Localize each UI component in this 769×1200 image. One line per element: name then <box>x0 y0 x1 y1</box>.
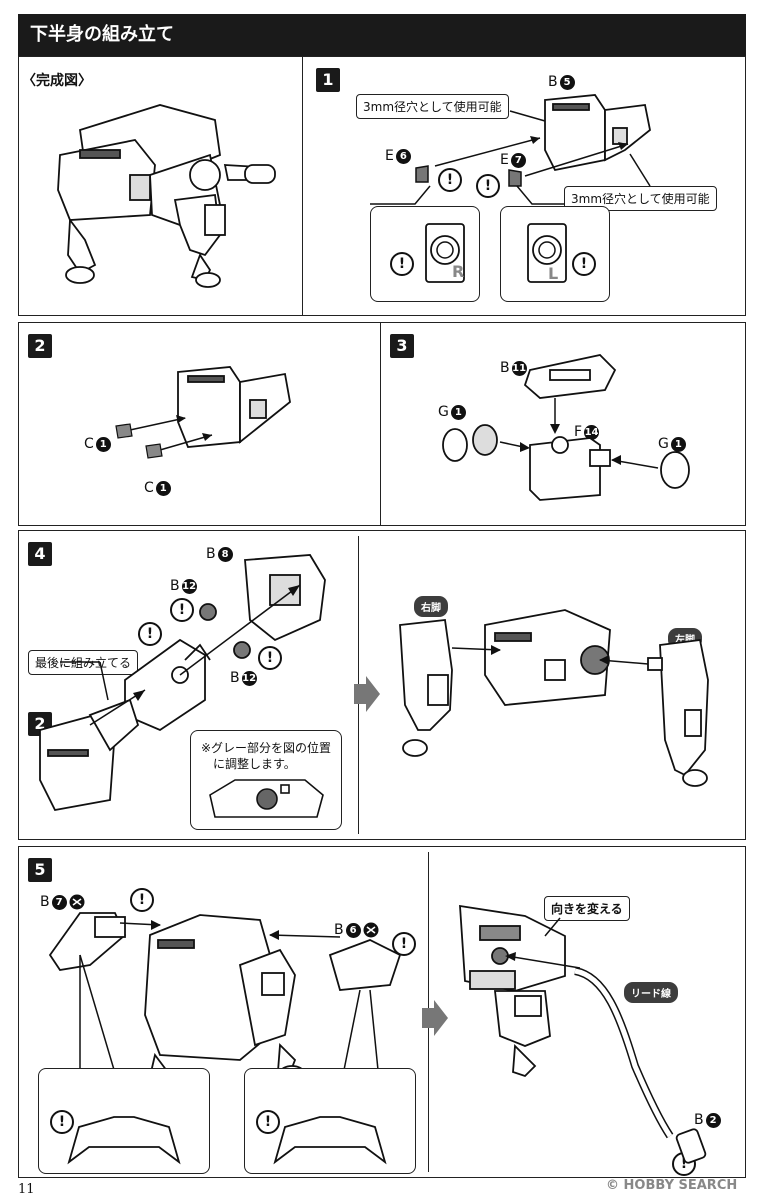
lead-wire-label: リード線 <box>624 982 678 1003</box>
exclamation-icon: ! <box>476 174 500 198</box>
part-c1-top-label: C 1 <box>84 436 111 452</box>
watermark: © HOBBY SEARCH <box>606 1178 738 1193</box>
part-number: 7 <box>51 894 67 910</box>
part-b2-label: B 2 <box>694 1112 721 1128</box>
row1-divider <box>302 56 303 316</box>
step-2-number: 2 <box>28 334 52 358</box>
part-number: 6 <box>395 148 411 164</box>
step-4-number: 4 <box>28 542 52 566</box>
part-letter: B <box>206 546 216 562</box>
step4-figure <box>39 554 326 812</box>
part-e7-detail <box>527 223 567 283</box>
part-b7-detail <box>67 1116 181 1165</box>
row2-panel <box>18 322 746 526</box>
step-3-number: 3 <box>390 334 414 358</box>
change-direction-callout: 向きを変える <box>544 896 630 921</box>
exclamation-icon: ! <box>138 622 162 646</box>
part-number: 7 <box>510 152 526 168</box>
part-letter: E <box>500 152 509 168</box>
note-box-gray: ※グレー部分を図の位置 に調整します。 <box>190 730 342 830</box>
exclamation-icon: ! <box>258 646 282 670</box>
part-number: 2 <box>705 1112 721 1128</box>
part-number: 12 <box>241 670 257 686</box>
part-g1-left-label: G 1 <box>438 404 466 420</box>
step-5-number: 5 <box>28 858 52 882</box>
part-number: 12 <box>181 578 197 594</box>
part-letter: C <box>144 480 154 496</box>
part-letter: B <box>548 74 558 90</box>
part-b6-detail <box>273 1116 387 1165</box>
part-letter: E <box>385 148 394 164</box>
part-letter: B <box>170 578 180 594</box>
arrow-right-icon <box>422 1000 448 1036</box>
exclamation-icon: ! <box>438 168 462 192</box>
part-letter: C <box>84 436 94 452</box>
step5-figure <box>48 912 402 1093</box>
part-letter: G <box>438 404 449 420</box>
exclamation-icon: ! <box>170 598 194 622</box>
part-f14-label: F 14 <box>574 424 600 440</box>
part-b6-label: B 6 <box>334 922 379 938</box>
completed-figure <box>57 104 276 288</box>
step5-wire-figure <box>459 904 707 1164</box>
part-letter: B <box>230 670 240 686</box>
step2-arrows <box>115 415 213 459</box>
mark-r: R <box>452 262 465 281</box>
part-number: 14 <box>584 424 600 440</box>
part-b12-top-label: B 12 <box>170 578 197 594</box>
note-line-2: に調整します。 <box>213 757 296 771</box>
completed-label: 〈完成図〉 <box>22 73 92 89</box>
part-b5-figure <box>544 94 651 172</box>
part-b5-label: B 5 <box>548 74 575 90</box>
arrow-right-icon <box>354 676 380 712</box>
exclamation-icon: ! <box>130 888 154 912</box>
step1-arrows <box>370 110 651 205</box>
part-number: 1 <box>450 404 466 420</box>
step2-body-figure <box>177 366 291 448</box>
part-b8-label: B 8 <box>206 546 233 562</box>
part-letter: F <box>574 424 583 440</box>
row2-divider <box>380 322 381 526</box>
step-1-number: 1 <box>316 68 340 92</box>
exclamation-icon: ! <box>256 1110 280 1134</box>
note-figure <box>209 779 324 818</box>
part-number: 5 <box>559 74 575 90</box>
part-c1-bottom-label: C 1 <box>144 480 171 496</box>
part-number: 1 <box>155 480 171 496</box>
callout-3mm-top: 3mm径穴として使用可能 <box>356 94 509 119</box>
exclamation-icon: ! <box>572 252 596 276</box>
part-b11-label: B 11 <box>500 360 527 376</box>
part-e7-figure <box>508 169 522 187</box>
page-number: 11 <box>18 1182 35 1197</box>
part-number: 6 <box>345 922 361 938</box>
part-number: 11 <box>511 360 527 376</box>
part-b7-label: B 7 <box>40 894 85 910</box>
part-b12-bottom-label: B 12 <box>230 670 257 686</box>
exclamation-icon: ! <box>390 252 414 276</box>
cut-mark-icon <box>363 922 379 938</box>
part-e7-label: E 7 <box>500 152 526 168</box>
part-letter: B <box>334 922 344 938</box>
part-g1-right-label: G 1 <box>658 436 686 452</box>
section-title: 下半身の組み立て <box>18 14 746 56</box>
part-e6-label: E 6 <box>385 148 411 164</box>
right-leg-label: 右脚 <box>414 596 448 617</box>
part-e6-detail <box>425 223 465 283</box>
part-number: 1 <box>95 436 111 452</box>
callout-3mm-bottom: 3mm径穴として使用可能 <box>564 186 717 211</box>
part-letter: G <box>658 436 669 452</box>
part-e6-figure <box>415 165 429 183</box>
step3-figure <box>442 354 690 501</box>
part-letter: B <box>40 894 50 910</box>
mark-l: L <box>548 264 559 283</box>
exclamation-icon: ! <box>50 1110 74 1134</box>
part-number: 1 <box>670 436 686 452</box>
part-letter: B <box>500 360 510 376</box>
part-letter: B <box>694 1112 704 1128</box>
exclamation-icon: ! <box>392 932 416 956</box>
part-number: 8 <box>217 546 233 562</box>
note-line-1: ※グレー部分を図の位置 <box>201 741 332 755</box>
cut-mark-icon <box>69 894 85 910</box>
step4-assembly-figure <box>399 609 709 787</box>
